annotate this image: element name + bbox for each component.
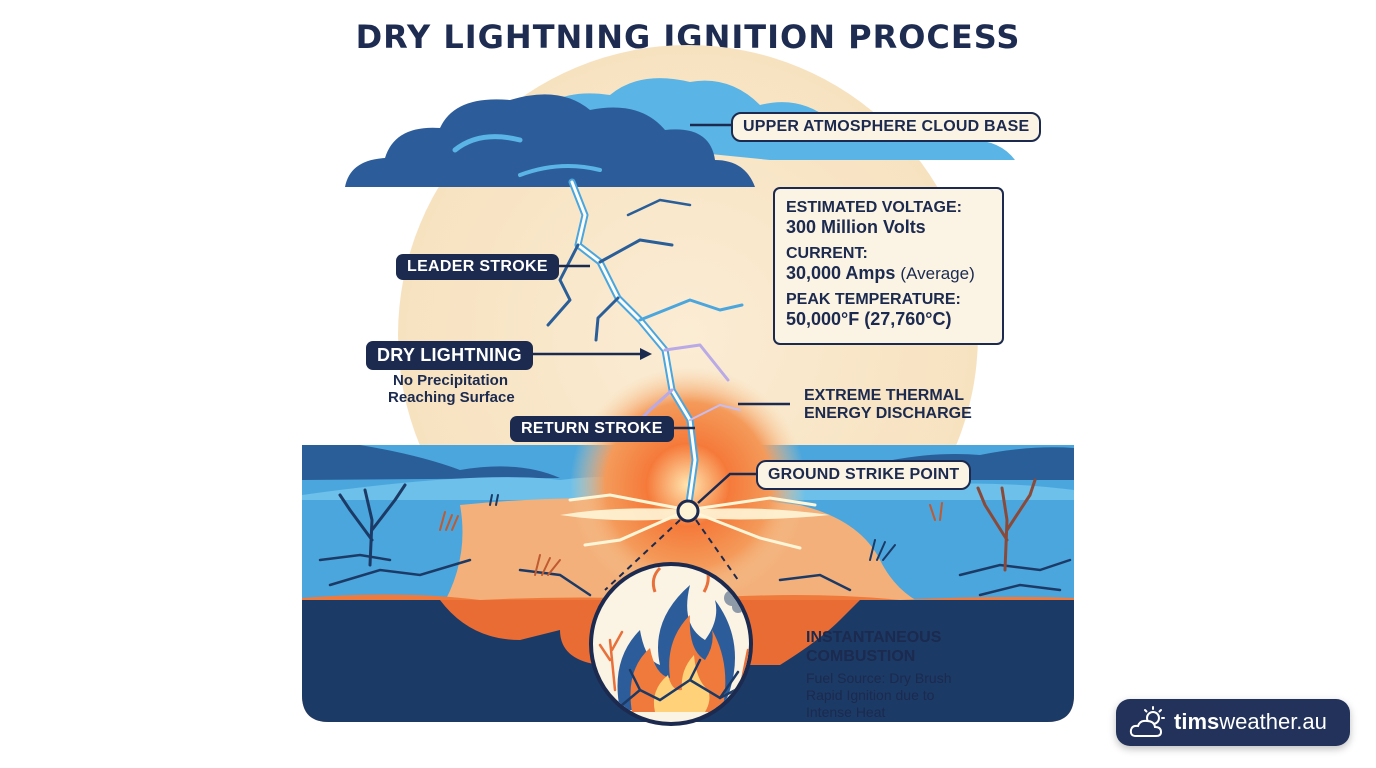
current-value-row: 30,000 Amps (Average) <box>786 263 991 284</box>
electrical-stats-box: ESTIMATED VOLTAGE: 300 Million Volts CUR… <box>773 187 1004 345</box>
cloud-sun-icon <box>1129 706 1165 737</box>
no-precipitation-line-2: Reaching Surface <box>388 389 515 406</box>
thermal-label-line-2: ENERGY DISCHARGE <box>804 405 972 422</box>
cloud-base-label: UPPER ATMOSPHERE CLOUD BASE <box>731 112 1042 142</box>
current-value: 30,000 Amps <box>786 263 896 283</box>
ground-strike-connector <box>697 472 758 504</box>
dry-lightning-arrowhead <box>640 348 652 360</box>
leader-stroke-label: LEADER STROKE <box>396 254 559 280</box>
temperature-label: PEAK TEMPERATURE: <box>786 291 961 308</box>
strike-point <box>676 499 700 523</box>
current-note: (Average) <box>900 264 975 283</box>
fuel-source-line-3: Intense Heat <box>806 704 886 720</box>
ground-strike-label: GROUND STRIKE POINT <box>756 460 972 490</box>
lightning-bolt <box>546 178 744 514</box>
temperature-value: 50,000°F (27,760°C) <box>786 309 952 329</box>
fuel-source-line-1: Fuel Source: Dry Brush <box>806 670 952 686</box>
voltage-value: 300 Million Volts <box>786 217 926 237</box>
fuel-source-line-2: Rapid Ignition due to <box>806 687 935 703</box>
thermal-label-line-1: EXTREME THERMAL <box>804 387 964 404</box>
dead-tree-left <box>338 483 407 567</box>
current-label: CURRENT: <box>786 245 868 262</box>
return-stroke-label: RETURN STROKE <box>510 416 674 442</box>
dry-grass <box>439 502 943 576</box>
dead-tree-right <box>976 478 1037 572</box>
no-precipitation-line-1: No Precipitation <box>393 372 509 389</box>
dry-lightning-label: DRY LIGHTNING <box>366 341 533 370</box>
voltage-label: ESTIMATED VOLTAGE: <box>786 199 962 216</box>
brand-name: timsweather.au <box>1174 709 1327 734</box>
combustion-title-line-1: INSTANTANEOUS <box>806 629 942 646</box>
brand-badge: timsweather.au <box>1116 699 1350 746</box>
combustion-title-line-2: COMBUSTION <box>806 648 916 665</box>
